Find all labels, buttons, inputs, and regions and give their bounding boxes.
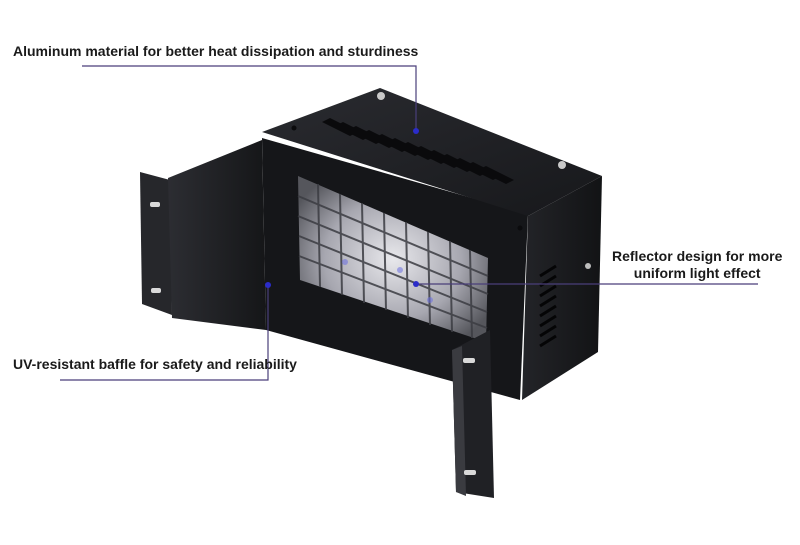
callout-reflector-line2: uniform light effect [633, 265, 761, 281]
right-side-panel [522, 176, 602, 400]
vent-slots [322, 118, 514, 184]
callout-aluminum: Aluminum material for better heat dissip… [13, 43, 419, 59]
screw-icon [377, 92, 385, 100]
left-baffle [140, 140, 266, 330]
leader-line-left [60, 285, 269, 381]
mount-slot [150, 202, 160, 207]
callout-dot-right [413, 281, 419, 287]
screw-icon [585, 263, 591, 269]
callout-dot-top [413, 128, 419, 134]
top-panel [262, 88, 602, 231]
callout-reflector: Reflector design for more uniform light … [612, 248, 782, 282]
leader-lines [60, 65, 758, 381]
callout-dot-left [265, 282, 271, 288]
right-mounting-wing [452, 330, 494, 498]
mount-slot [151, 288, 161, 293]
screw-icon [558, 161, 566, 169]
reflector-array [297, 176, 489, 342]
mount-slot [464, 470, 476, 475]
callout-reflector-line1: Reflector design for more [612, 248, 783, 264]
leader-line-top [82, 65, 417, 130]
callout-baffle: UV-resistant baffle for safety and relia… [13, 356, 297, 372]
mount-slot [463, 358, 475, 363]
